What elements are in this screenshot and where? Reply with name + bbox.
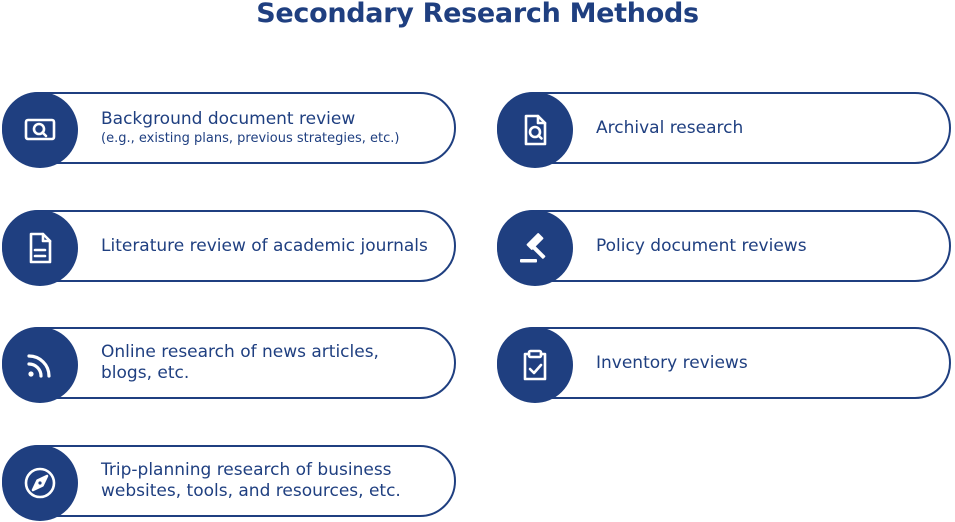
- document-search-icon: [497, 92, 573, 168]
- compass-icon: [2, 445, 78, 521]
- method-sublabel: (e.g., existing plans, previous strategi…: [101, 130, 400, 146]
- rss-feed-icon: [2, 327, 78, 403]
- method-card-background-document-review: Background document review (e.g., existi…: [2, 92, 456, 168]
- page-title: Secondary Research Methods: [256, 0, 699, 29]
- method-card-policy-document-reviews: Policy document reviews: [497, 210, 951, 286]
- method-card-archival-research: Archival research: [497, 92, 951, 168]
- method-label: Online research of news articles, blogs,…: [101, 342, 379, 383]
- method-label: Archival research: [596, 117, 744, 138]
- method-card-online-research: Online research of news articles, blogs,…: [2, 327, 456, 403]
- clipboard-check-icon: [497, 327, 573, 403]
- method-card-inventory-reviews: Inventory reviews: [497, 327, 951, 403]
- method-label: Literature review of academic journals: [101, 235, 428, 256]
- document-icon: [2, 210, 78, 286]
- method-label: Policy document reviews: [596, 235, 807, 256]
- gavel-icon: [497, 210, 573, 286]
- method-label: Inventory reviews: [596, 352, 748, 373]
- method-label: Background document review: [101, 108, 356, 129]
- method-card-trip-planning-research: Trip-planning research of business websi…: [2, 445, 456, 521]
- method-label: Trip-planning research of business websi…: [101, 460, 401, 501]
- monitor-search-icon: [2, 92, 78, 168]
- method-card-literature-review: Literature review of academic journals: [2, 210, 456, 286]
